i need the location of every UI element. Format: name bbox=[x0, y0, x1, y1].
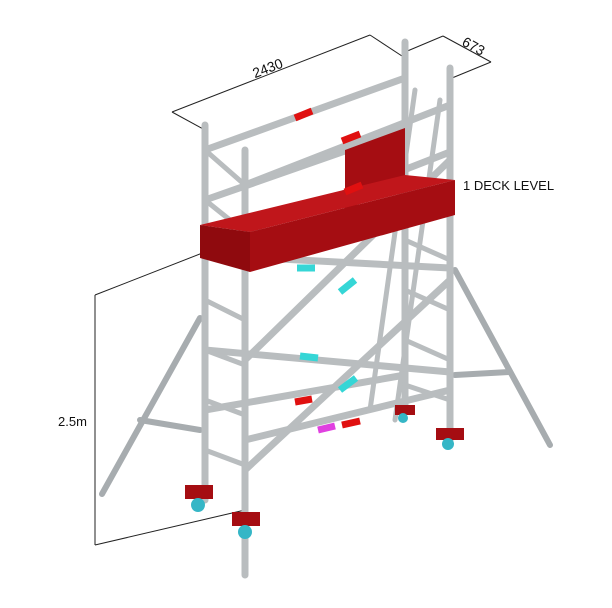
length-extension-line bbox=[369, 34, 406, 59]
height-extension-line bbox=[94, 251, 206, 296]
length-dimension-line bbox=[171, 34, 371, 113]
width-extension-line bbox=[404, 35, 444, 53]
length-extension-line bbox=[171, 111, 206, 131]
castor-wheels bbox=[185, 405, 464, 539]
outriggers bbox=[99, 267, 553, 497]
width-dimension-line bbox=[442, 35, 492, 63]
deck-level-label: 1 DECK LEVEL bbox=[463, 178, 555, 193]
frame-tubes bbox=[201, 38, 454, 579]
height-dimension-label: 2.5m bbox=[58, 414, 87, 429]
dimension-lines bbox=[94, 34, 492, 546]
deck-platform bbox=[200, 128, 455, 272]
color-bands bbox=[293, 107, 364, 434]
width-extension-line bbox=[451, 61, 492, 79]
height-extension-line bbox=[94, 509, 246, 546]
